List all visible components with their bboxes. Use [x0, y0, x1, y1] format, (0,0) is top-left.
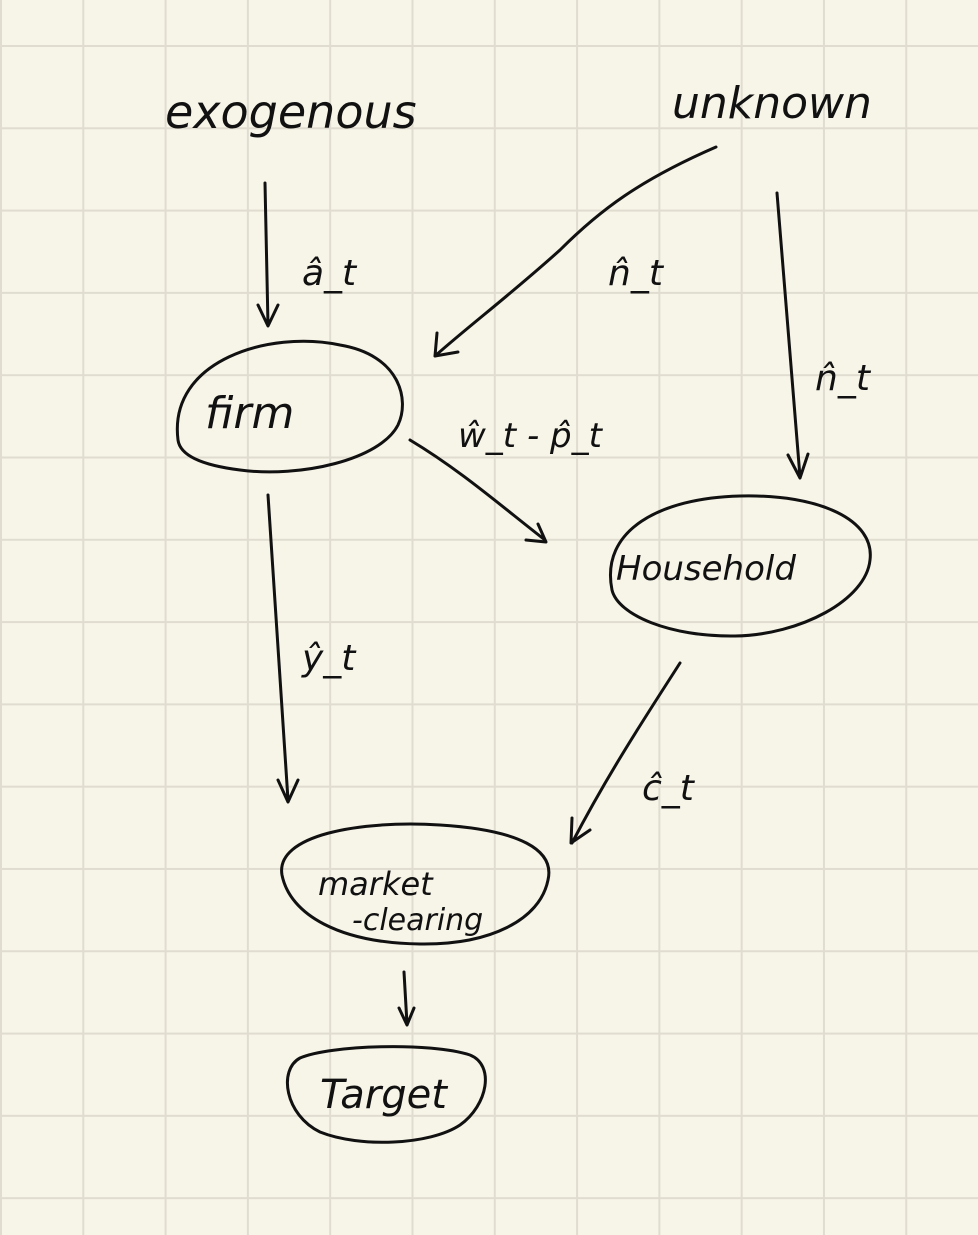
- target-node-label: Target: [320, 1072, 448, 1118]
- exogenous-label: exogenous: [165, 85, 417, 139]
- edge-label-n-hat-firm: n̂_t: [608, 253, 665, 294]
- market-clearing-label-line2: -clearing: [352, 903, 483, 938]
- market-clearing-label-line1: market: [318, 865, 434, 903]
- market-clearing-node-ellipse: [280, 822, 551, 946]
- household-node-ellipse: [609, 494, 872, 638]
- edge-unknown-to-household: [775, 191, 810, 480]
- edge-unknown-to-firm: [433, 145, 718, 358]
- edge-household-to-market-clearing: [569, 661, 682, 845]
- edge-exogenous-to-firm: [256, 181, 280, 328]
- edge-label-n-hat-household: n̂_t: [815, 358, 872, 399]
- edge-label-a-hat: â_t: [302, 253, 358, 294]
- target-node-ellipse: [285, 1045, 487, 1144]
- edge-market-clearing-to-target: [397, 970, 416, 1027]
- edge-firm-to-market-clearing: [266, 493, 300, 804]
- edge-firm-to-household: [408, 438, 548, 544]
- household-node-label: Household: [616, 549, 796, 589]
- edge-label-c-hat: ĉ_t: [642, 768, 696, 809]
- edge-label-w-minus-p: ŵ_t - p̂_t: [458, 416, 604, 456]
- firm-node-label: firm: [205, 388, 294, 439]
- edge-label-y-hat: ŷ_t: [301, 638, 357, 679]
- unknown-label: unknown: [672, 78, 872, 129]
- firm-node-ellipse: [175, 339, 404, 474]
